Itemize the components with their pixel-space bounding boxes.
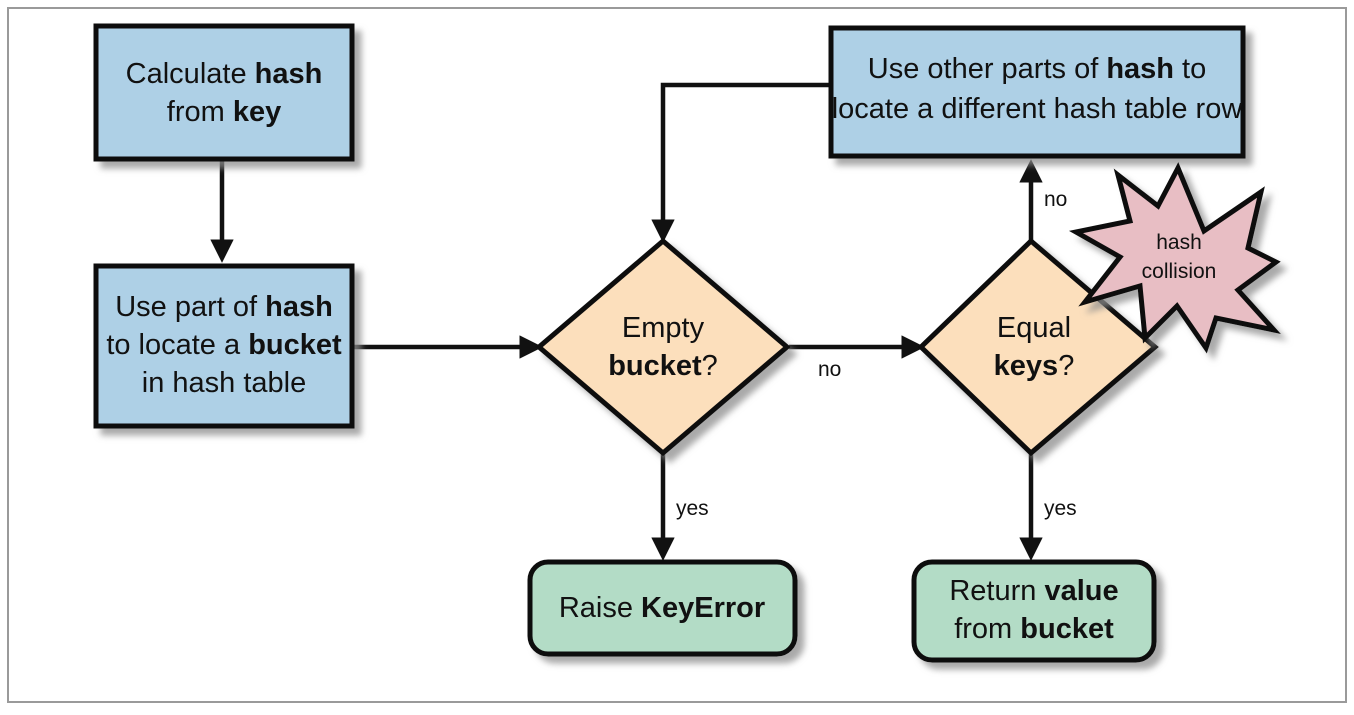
calculate-hash-line-1: Calculate hash	[126, 58, 323, 90]
empty-bucket-line-2: bucket?	[608, 350, 718, 382]
node-return-value[interactable]: Return value from bucket	[911, 559, 1157, 663]
node-empty-bucket[interactable]: Empty bucket?	[535, 237, 791, 457]
node-locate-bucket[interactable]: Use part of hash to locate a bucket in h…	[93, 263, 355, 429]
node-calculate-hash[interactable]: Calculate hash from key	[93, 23, 355, 162]
raise-keyerror-line-1: Raise KeyError	[559, 592, 765, 624]
other-parts-box[interactable]	[828, 25, 1246, 159]
locate-bucket-line-1: Use part of hash	[115, 291, 333, 323]
hash-collision-line-1: hash	[1156, 231, 1202, 254]
hash-collision-burst	[1068, 162, 1281, 354]
node-hash-collision: hash collision	[1068, 162, 1281, 354]
return-value-line-1: Return value	[949, 575, 1118, 607]
edge-label-equal-yes: yes	[1044, 497, 1077, 520]
edge-label-empty-yes: yes	[676, 497, 709, 520]
equal-keys-line-2: keys?	[994, 350, 1075, 382]
other-parts-line-2: locate a different hash table row	[832, 93, 1244, 125]
edge-labels: yes no yes no	[676, 188, 1077, 520]
equal-keys-diamond[interactable]	[917, 237, 1159, 457]
empty-bucket-diamond[interactable]	[535, 237, 791, 457]
connectors	[210, 82, 1043, 561]
node-other-parts[interactable]: Use other parts of hash to locate a diff…	[828, 25, 1246, 159]
figure-border	[7, 7, 1347, 703]
locate-bucket-line-3: in hash table	[142, 367, 306, 399]
return-value-box[interactable]	[911, 559, 1157, 663]
node-raise-keyerror[interactable]: Raise KeyError	[527, 559, 798, 657]
calculate-hash-box[interactable]	[93, 23, 355, 162]
edge-label-empty-no: no	[818, 358, 841, 381]
edge-retry-loop	[651, 82, 836, 243]
raise-keyerror-box[interactable]	[527, 559, 798, 657]
return-value-line-2: from bucket	[954, 613, 1114, 645]
equal-keys-line-1: Equal	[997, 312, 1071, 344]
empty-bucket-line-1: Empty	[622, 312, 705, 344]
locate-bucket-box[interactable]	[93, 263, 355, 429]
edge-label-equal-no: no	[1044, 188, 1067, 211]
locate-bucket-line-2: to locate a bucket	[106, 329, 342, 361]
hash-collision-line-2: collision	[1142, 260, 1217, 283]
calculate-hash-line-2: from key	[167, 96, 281, 128]
node-equal-keys[interactable]: Equal keys?	[917, 237, 1159, 457]
other-parts-line-1: Use other parts of hash to	[868, 53, 1207, 85]
